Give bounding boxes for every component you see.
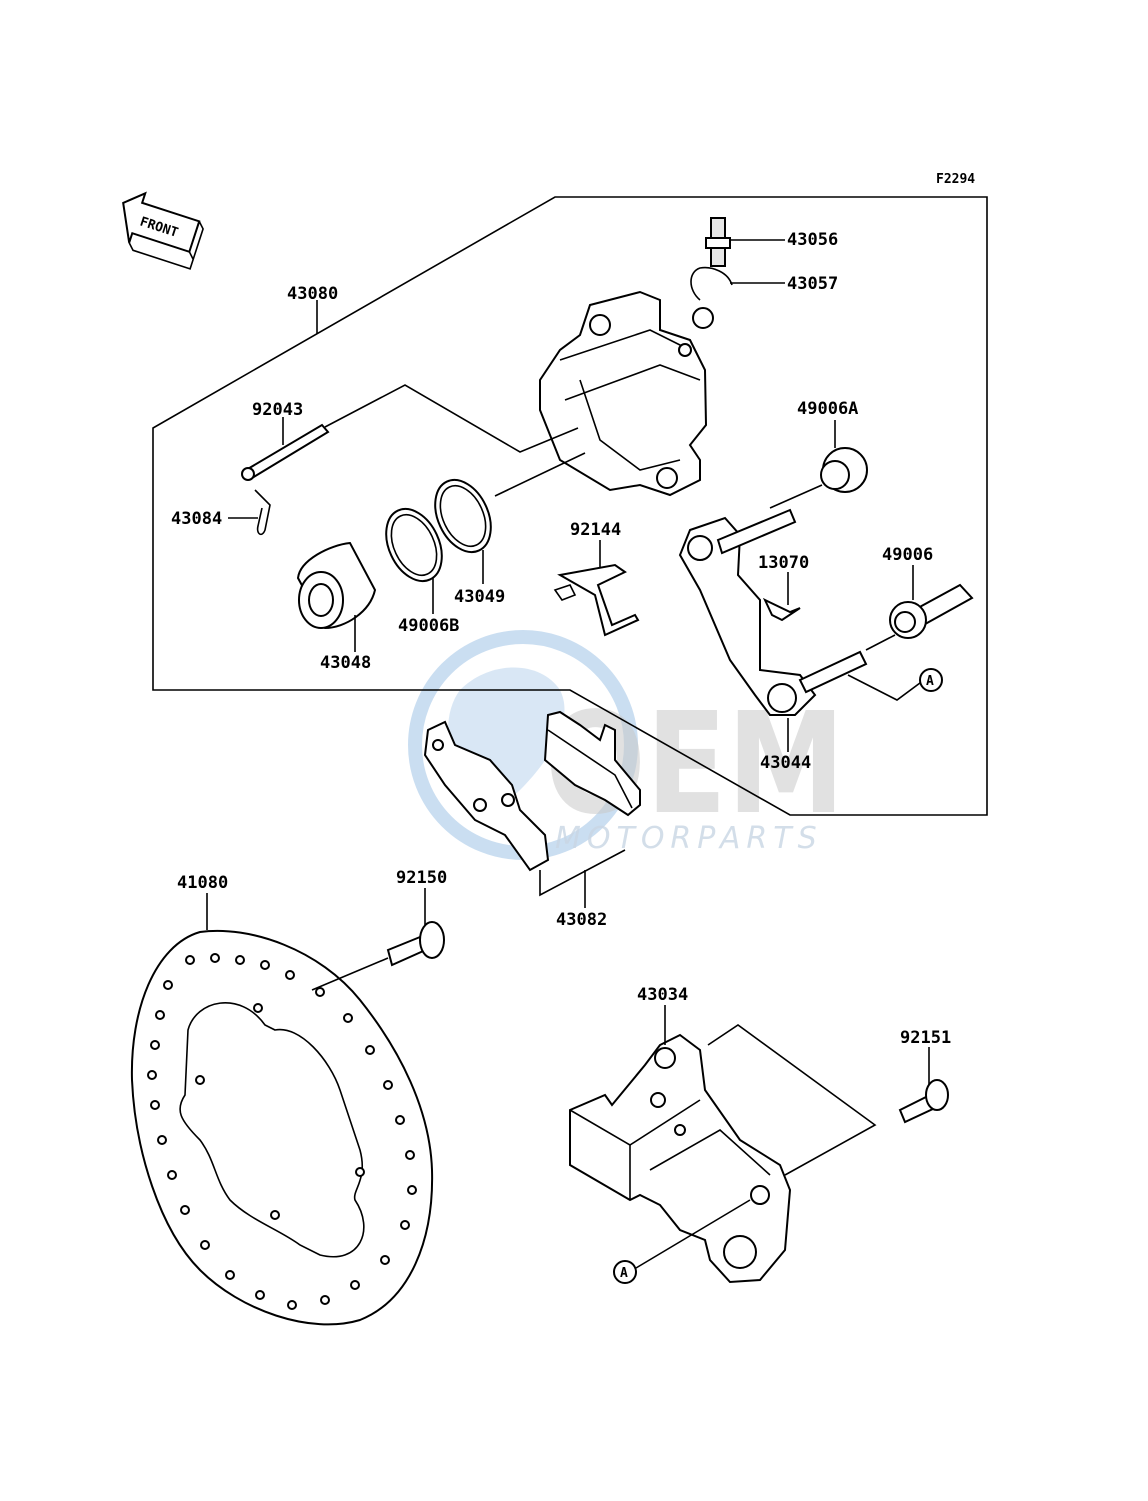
part-label-49006: 49006: [882, 545, 933, 565]
part-label-43082: 43082: [556, 910, 607, 930]
part-label-43080: 43080: [287, 284, 338, 304]
disc-bolt: [386, 921, 445, 967]
brake-pad-left: [423, 720, 550, 872]
slide-pin: [241, 423, 330, 481]
boot-49006: [889, 583, 974, 639]
piston: [296, 541, 377, 630]
brake-disc: [130, 929, 434, 1326]
part-label-43084: 43084: [171, 509, 222, 529]
part-label-13070: 13070: [758, 553, 809, 573]
boot-49006A: [820, 447, 868, 493]
bracket-clip: [762, 597, 801, 622]
part-label-92144: 92144: [570, 520, 621, 540]
bleeder-valve: [705, 217, 731, 267]
caliper-body: [539, 290, 708, 497]
part-label-41080: 41080: [177, 873, 228, 893]
part-label-43056: 43056: [787, 230, 838, 250]
part-label-49006B: 49006B: [398, 616, 459, 636]
part-label-49006A: 49006A: [797, 399, 858, 419]
watermark-sub: MOTORPARTS: [555, 821, 823, 856]
pad-spring: [553, 563, 640, 637]
figure-code: F2294: [936, 172, 975, 187]
dust-seal: [434, 478, 492, 554]
callout-a-lower: A: [620, 1266, 628, 1281]
part-label-92150: 92150: [396, 868, 447, 888]
bleeder-cap: [690, 266, 733, 301]
part-label-43048: 43048: [320, 653, 371, 673]
part-label-43044: 43044: [760, 753, 811, 773]
part-label-43034: 43034: [637, 985, 688, 1005]
part-label-43057: 43057: [787, 274, 838, 294]
holder-bolt: [898, 1079, 949, 1124]
front-arrow-icon: FRONT: [122, 191, 204, 270]
caliper-holder: [569, 1033, 792, 1284]
part-label-92151: 92151: [900, 1028, 951, 1048]
part-label-43049: 43049: [454, 587, 505, 607]
part-label-92043: 92043: [252, 400, 303, 420]
piston-seal: [385, 507, 443, 583]
caliper-bracket: [678, 508, 868, 716]
caliper-assembly-outline: [152, 196, 988, 816]
retaining-clip: [254, 489, 271, 536]
brake-pad-right: [543, 710, 641, 817]
callout-a-upper: A: [926, 674, 934, 689]
